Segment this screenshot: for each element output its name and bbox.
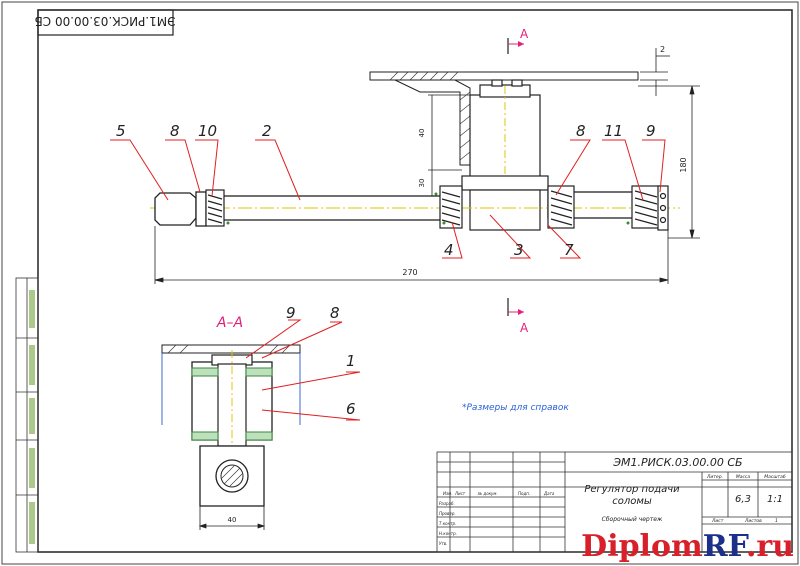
scale-value: 1:1 [767, 494, 783, 505]
col-sign: Подп. [518, 491, 530, 496]
callout-8-left: 8 [170, 122, 180, 140]
dim-vertical [428, 94, 470, 197]
head-mass: Масса [736, 474, 751, 480]
title-block-doc-type: Сборочный чертеж [602, 516, 663, 523]
side-stamp [15, 277, 39, 553]
callout-section-9: 9 [286, 304, 296, 322]
head-scale: Масштаб [764, 474, 786, 480]
callout-4: 4 [444, 241, 454, 259]
dim-overall-value: 270 [402, 268, 417, 277]
watermark-part-2: RF [702, 529, 746, 564]
section-view-aa: А–А [161, 304, 361, 530]
right-nuts [657, 185, 669, 231]
callouts-main: 5 8 10 2 8 11 9 4 3 7 [116, 122, 656, 259]
dim-vertical-2: 30 [418, 179, 426, 188]
title-block-name-1: Регулятор подачи [584, 484, 680, 495]
dim-gap [640, 48, 670, 96]
callout-9: 9 [646, 122, 656, 140]
watermark: DiplomRF.ru [581, 529, 794, 564]
spring-middle-right [547, 185, 575, 229]
watermark-part-3: .ru [745, 529, 794, 564]
end-cap [154, 191, 207, 227]
role-3: Н.контр. [439, 531, 457, 536]
col-sheet: Лист [454, 491, 466, 496]
section-title: А–А [216, 315, 243, 331]
title-block-code: ЭМ1.РИСК.03.00.00 СБ [612, 456, 742, 469]
dim-height-value: 180 [679, 157, 688, 172]
dim-section-width: 40 [228, 516, 237, 524]
mass-value: 6,3 [735, 494, 751, 505]
main-shaft [150, 191, 680, 221]
sheet-label: Лист [711, 518, 724, 524]
reference-note: *Размеры для справок [462, 403, 569, 413]
role-1: Провер. [439, 511, 456, 516]
side-stamp-labels [29, 290, 35, 544]
spring-middle-left [439, 185, 463, 229]
top-plate [369, 71, 639, 166]
head-lit: Литер. [706, 474, 723, 480]
sheets-label: Листов [744, 518, 762, 524]
main-view: 270 180 2 40 30 А [110, 27, 700, 335]
vertical-bracket [461, 79, 549, 231]
dim-vertical-1: 40 [418, 129, 426, 138]
sheets-value: 1 [775, 518, 778, 524]
role-2: Т.контр. [439, 521, 456, 526]
col-doc: № докум. [477, 491, 498, 496]
role-4: Утв. [439, 541, 447, 546]
role-0: Разраб. [439, 501, 455, 506]
title-block-name-2: соломы [612, 496, 652, 507]
callout-7: 7 [564, 241, 574, 259]
spring-right [631, 185, 661, 229]
callout-5: 5 [116, 122, 126, 140]
leaders-main [110, 139, 666, 259]
dim-height [638, 85, 700, 239]
dim-gap-value: 2 [660, 45, 665, 54]
col-date: Дата [543, 491, 555, 496]
section-letter-bottom: А [520, 321, 529, 335]
callout-section-8: 8 [330, 304, 340, 322]
spring-left [205, 189, 225, 227]
callout-section-6: 6 [346, 400, 356, 418]
section-mark-bottom [507, 298, 524, 316]
stamp-code-rotated: ЭМ1.РИСК.03.00.00 СБ [35, 14, 176, 28]
stamp-code-box: ЭМ1.РИСК.03.00.00 СБ [35, 9, 176, 36]
callout-11: 11 [604, 122, 623, 140]
title-block [436, 451, 793, 553]
section-mark-top [507, 38, 524, 54]
callout-10: 10 [198, 122, 217, 140]
dim-overall [154, 226, 669, 284]
callout-2: 2 [262, 122, 272, 140]
section-letter-top: А [520, 27, 529, 41]
col-change: Изм. [443, 491, 452, 496]
callout-3: 3 [514, 241, 524, 259]
weld-marks [226, 192, 630, 225]
watermark-part-1: Diplom [581, 529, 703, 564]
callout-8-right: 8 [576, 122, 586, 140]
callout-section-1: 1 [346, 352, 356, 370]
sheet-inner-frame [37, 9, 793, 553]
